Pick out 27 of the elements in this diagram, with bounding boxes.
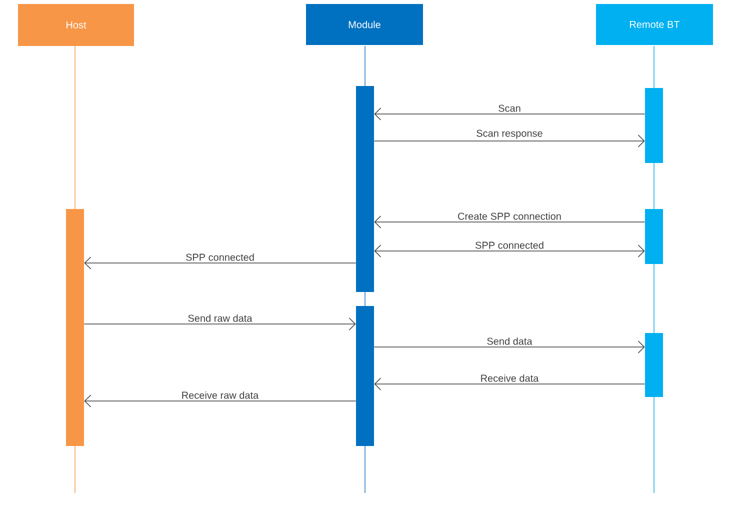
edge-label: Receive data [481,374,539,382]
arrow [84,318,356,330]
participant-box: Host [18,4,134,46]
edge-label: Create SPP connection [458,212,561,220]
arrow [84,256,356,270]
participant-box: Module [306,4,423,45]
activation-bar [356,306,374,446]
edge-label: Scan response [476,130,542,139]
edge-label: SPP connected [476,241,544,249]
edge-label: SPP connected [186,253,254,261]
activation-bar [66,209,84,446]
edge-label: Receive raw data [182,391,259,399]
arrow [374,340,645,354]
activation-bar [645,88,663,163]
participant-box: Remote BT [596,4,713,45]
edge-label: Send raw data [188,314,252,322]
arrow [374,134,645,148]
edge-label: Send data [487,337,532,345]
edge-label: Scan [498,104,520,112]
arrow [374,108,646,120]
arrow [374,378,646,390]
arrow [374,216,646,228]
activation-bar [645,333,663,397]
arrow [84,394,356,408]
arrow [374,244,645,258]
activation-bar [356,86,374,292]
activation-bar [645,209,663,264]
